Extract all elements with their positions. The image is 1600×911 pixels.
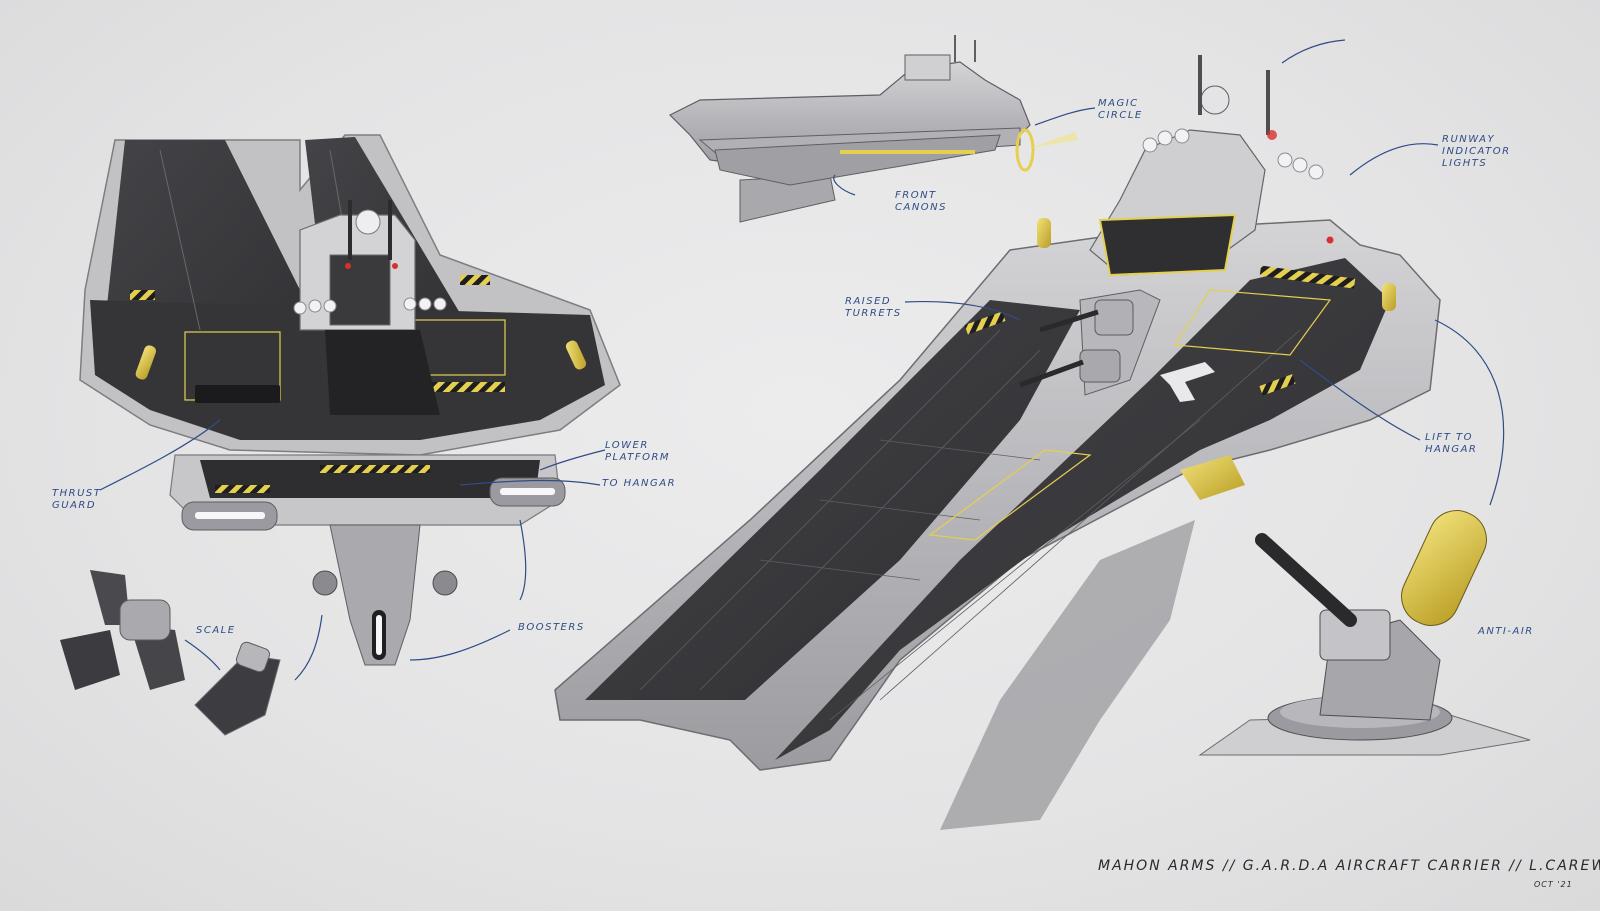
label-to-hangar: TO HANGAR (602, 478, 677, 489)
label-lower-platform: LOWER PLATFORM (605, 440, 671, 463)
anti-air-turret-detail (1198, 510, 1531, 756)
title-text: MAHON ARMS // G.A.R.D.A AIRCRAFT CARRIER… (1098, 858, 1600, 874)
date-text: OCT '21 (1534, 880, 1573, 889)
carrier-front-view (79, 134, 621, 666)
title-block: MAHON ARMS // G.A.R.D.A AIRCRAFT CARRIER… (1098, 858, 1600, 874)
carrier-side-view (668, 35, 1078, 223)
label-scale: SCALE (196, 625, 236, 636)
label-runway-indicator-lights: RUNWAY INDICATOR LIGHTS (1442, 134, 1511, 169)
annotation-leaders (99, 39, 1505, 681)
label-lift-to-hangar: LIFT TO HANGAR (1425, 432, 1478, 455)
carrier-perspective-view (554, 55, 1441, 830)
label-raised-turrets: RAISED TURRETS (845, 296, 902, 319)
propeller-detail (60, 570, 281, 736)
label-thrust-guard: THRUST GUARD (52, 488, 102, 511)
label-front-canons: FRONT CANONS (895, 190, 948, 213)
label-anti-air: ANTI-AIR (1478, 626, 1534, 637)
label-boosters: BOOSTERS (518, 622, 585, 633)
label-magic-circle: MAGIC CIRCLE (1098, 98, 1143, 121)
